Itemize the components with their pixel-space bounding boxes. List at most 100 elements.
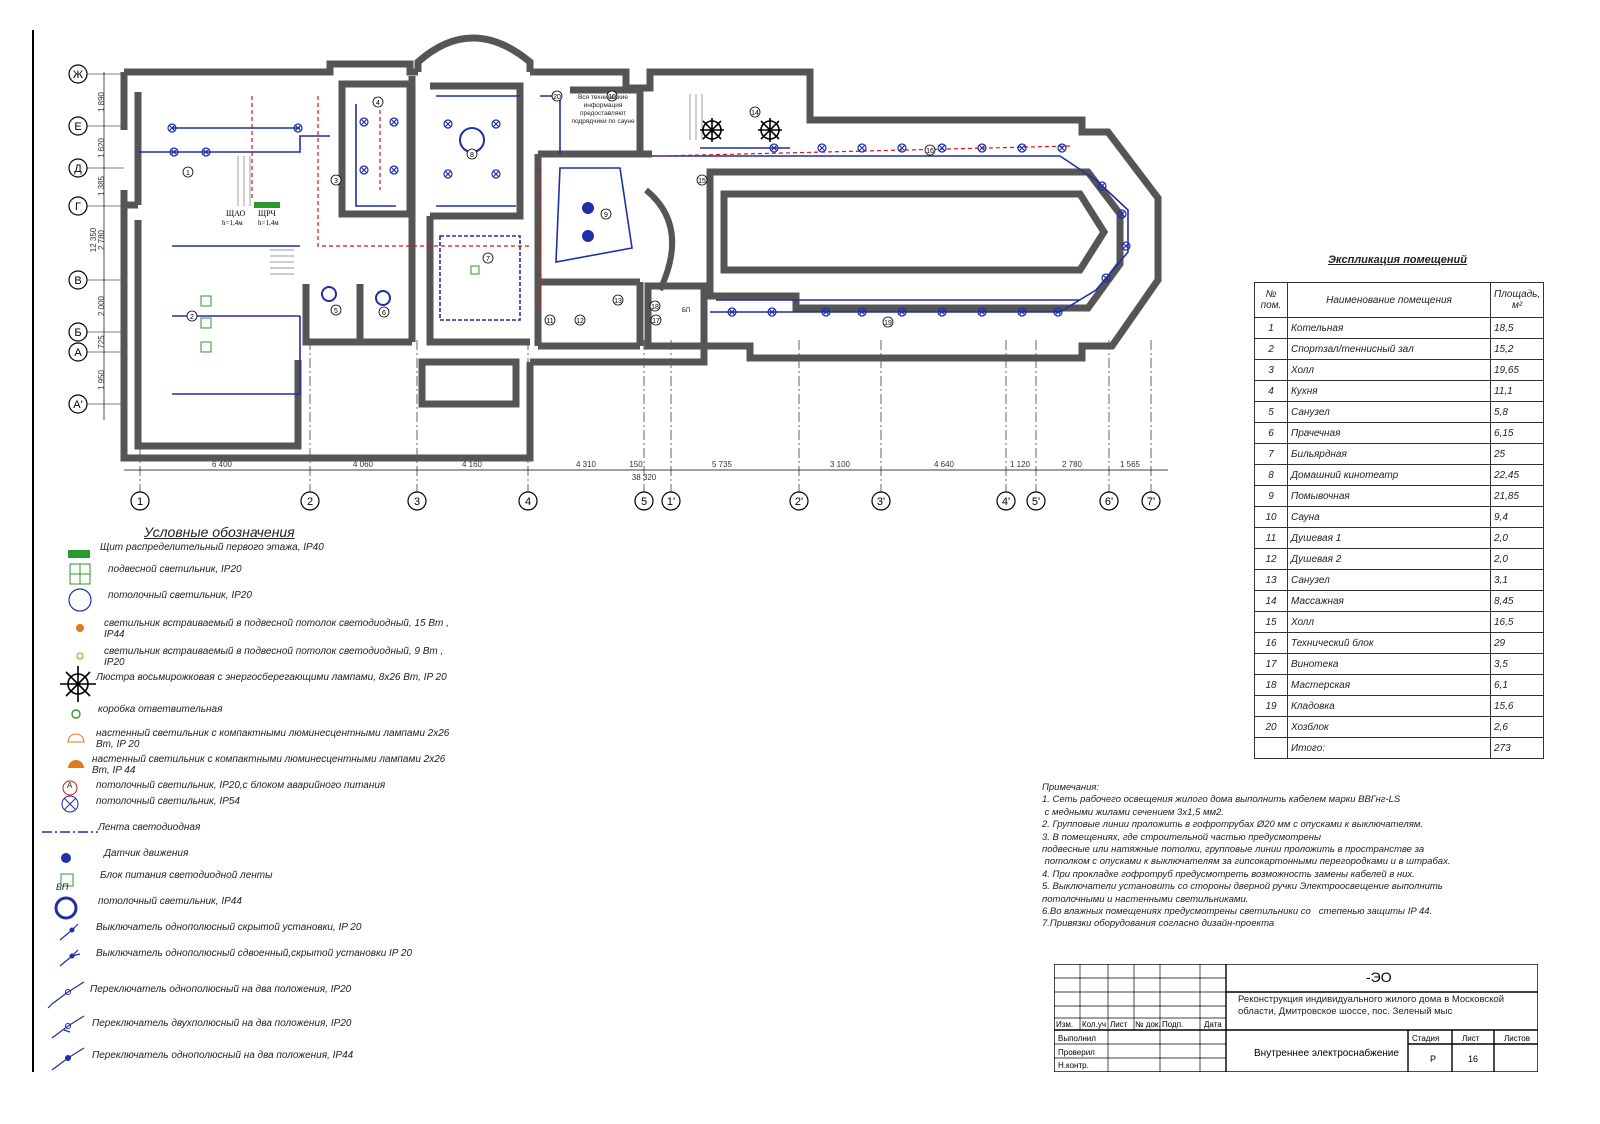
legend-item-label: настенный светильник с компактными люмин… (96, 728, 450, 750)
explication-cell-area: 15,2 (1489, 338, 1545, 360)
explication-cell-area: 22,45 (1489, 464, 1545, 486)
room-number: 17 (652, 318, 660, 325)
ceiling-lamp-ip54-icon (443, 169, 453, 179)
room-number: 16 (926, 148, 934, 155)
explication-cell-n: 4 (1254, 380, 1288, 402)
legend-item: Блок питания светодиодной ленты (40, 868, 460, 896)
ceiling-lamp-ip54-icon (1101, 273, 1111, 283)
stamp-role-3: Н.контр. (1058, 1061, 1089, 1070)
explication-cell-area: 11,1 (1489, 380, 1545, 402)
ceiling-lamp-ip54-icon (359, 117, 369, 127)
ceiling-lamp-ip54-icon (977, 143, 987, 153)
notes: Примечания: 1. Сеть рабочего освещения ж… (1042, 782, 1522, 931)
dim-bottom: 4 640 (934, 460, 955, 469)
axis-number: 5 (641, 496, 647, 508)
stamp-role-2: Проверил (1058, 1048, 1095, 1057)
ceiling-lamp-ip54-icon (977, 307, 987, 317)
legend-item-label: потолочный светильник, IP44 (98, 896, 242, 907)
axis-letter-bubble: Д (68, 158, 124, 178)
explication-cell-area: 19,65 (1489, 359, 1545, 381)
ceiling-lamp-ip54-icon (727, 307, 737, 317)
explication-cell-area: 29 (1489, 632, 1545, 654)
dim-left: 1 385 (97, 175, 106, 196)
switch-double-icon (40, 946, 100, 974)
dim-left: 2 000 (97, 295, 106, 316)
room-number: 11 (546, 318, 553, 325)
axis-letter: В (74, 275, 81, 287)
room-number-marker: 20 (551, 90, 563, 102)
dim-bottom: 2 780 (1062, 460, 1083, 469)
shao-height: h=1,4м (222, 219, 243, 227)
dim-bottom: 1 565 (1120, 460, 1141, 469)
explication-table: № пом. Наименование помещения Площадь, м… (1254, 282, 1545, 759)
room-number-marker: 11 (544, 314, 556, 326)
chandelier-icon (40, 666, 100, 702)
note-line: 6.Во влажных помещениях предусмотрены св… (1042, 906, 1433, 918)
explication-cell-name: Санузел (1287, 401, 1491, 423)
explication-cell-n: 17 (1254, 653, 1288, 675)
legend-item: потолочный светильник, IP20,с блоком ава… (40, 778, 460, 806)
room-number-marker: 12 (574, 314, 586, 326)
explication-cell-area: 273 (1489, 737, 1545, 759)
room-number-marker: 4 (372, 96, 384, 108)
explication-cell-area: 2,0 (1489, 548, 1545, 570)
legend-item: Переключатель двухполюсный на два положе… (40, 1015, 460, 1044)
legend-item-label: потолочный светильник, IP54 (96, 796, 240, 807)
legend-item-label: Люстра восьмирожковая с энергосберегающи… (96, 672, 447, 683)
explication-cell-name: Итого: (1287, 737, 1491, 759)
legend-item-label: потолочный светильник, IP20 (108, 590, 252, 601)
note-line: с медными жилами сечением 3x1,5 мм2. (1042, 806, 1224, 818)
toggle-1p-ip44-icon (40, 1047, 100, 1076)
stamp-stage-label: Стадия (1412, 1034, 1439, 1043)
ceiling-lamp-ip54-icon (1117, 209, 1127, 219)
explication-cell-name: Помывочная (1287, 485, 1491, 507)
axis-number-bubble: 6' (1099, 340, 1119, 511)
note-line: 2. Групповые линии проложить в гофротруб… (1042, 819, 1423, 831)
explication-cell-n: 1 (1254, 317, 1288, 339)
explication-cell-name: Кухня (1287, 380, 1491, 402)
motion-sensor-icon (40, 846, 100, 874)
note-line: 5. Выключатели установить со стороны две… (1042, 881, 1443, 893)
room-number-marker: 3 (330, 174, 342, 186)
shao-label: ЩАО (226, 209, 245, 218)
legend-item: потолочный светильник, IP54 (40, 794, 460, 822)
room-number: 9 (604, 212, 608, 219)
room-number: 18 (651, 304, 659, 311)
axis-letter: Д (74, 163, 82, 175)
dim-bottom: 4 160 (462, 460, 483, 469)
axis-number: 5' (1032, 496, 1040, 508)
room-number: 19 (884, 320, 892, 327)
recessed-led-15w-icon (40, 616, 100, 644)
explication-cell-n: 12 (1254, 548, 1288, 570)
ceiling-lamp-ip54-icon (359, 165, 369, 175)
ceiling-lamp-ip54-icon (1053, 307, 1063, 317)
explication-cell-name: Массажная (1287, 590, 1491, 612)
explication-cell-area: 9,4 (1489, 506, 1545, 528)
explication-cell-name: Сауна (1287, 506, 1491, 528)
stamp-sheets-label: Листов (1504, 1034, 1530, 1043)
legend-item: Люстра восьмирожковая с энергосберегающи… (40, 666, 460, 702)
toggle-2p-icon (40, 1015, 100, 1044)
ceiling-lamp-ip54-icon (491, 169, 501, 179)
dim-bottom: 150 (629, 460, 643, 469)
explication-cell-name: Домашний кинотеатр (1287, 464, 1491, 486)
explication-cell-name: Спортзал/теннисный зал (1287, 338, 1491, 360)
ceiling-lamp-ip54-icon (857, 307, 867, 317)
explication-cell-area: 6,1 (1489, 674, 1545, 696)
explication-cell-area: 8,45 (1489, 590, 1545, 612)
dim-bottom: 3 100 (830, 460, 851, 469)
legend-item: настенный светильник с компактными люмин… (40, 726, 460, 754)
explication-cell-n: 13 (1254, 569, 1288, 591)
note-line: подвесные или натяжные потолки, групповы… (1042, 844, 1425, 856)
stamp-col-izm: Изм. (1056, 1020, 1073, 1029)
axis-number: 7' (1147, 496, 1155, 508)
axis-letter-bubble: Е (68, 116, 124, 136)
legend-item-label: настенный светильник с компактными люмин… (92, 754, 446, 776)
explication-cell-name: Мастерская (1287, 674, 1491, 696)
room-number: 15 (698, 178, 706, 185)
explication-cell-area: 15,6 (1489, 695, 1545, 717)
